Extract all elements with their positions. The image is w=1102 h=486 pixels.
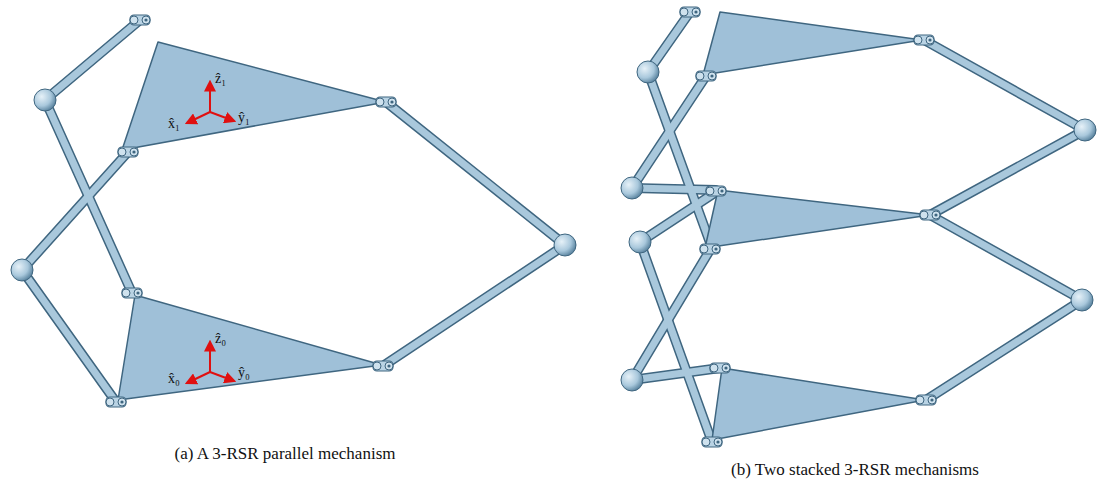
coordinate-frames (187, 82, 234, 383)
subfigure-caption: (b) Two stacked 3-RSR mechanisms (731, 460, 979, 480)
platforms (118, 12, 930, 440)
subfigure-caption: (a) A 3-RSR parallel mechanism (175, 444, 396, 464)
axis-label: ẑ₁ (215, 72, 226, 86)
axis-label: ŷ₀ (238, 366, 250, 380)
joints (11, 7, 1096, 447)
axis-label: x̂₁ (168, 117, 180, 131)
links (22, 12, 1085, 442)
axis-label: x̂₀ (168, 372, 180, 386)
axis-label: ŷ₁ (238, 111, 250, 125)
axis-label: ẑ₀ (215, 332, 226, 346)
